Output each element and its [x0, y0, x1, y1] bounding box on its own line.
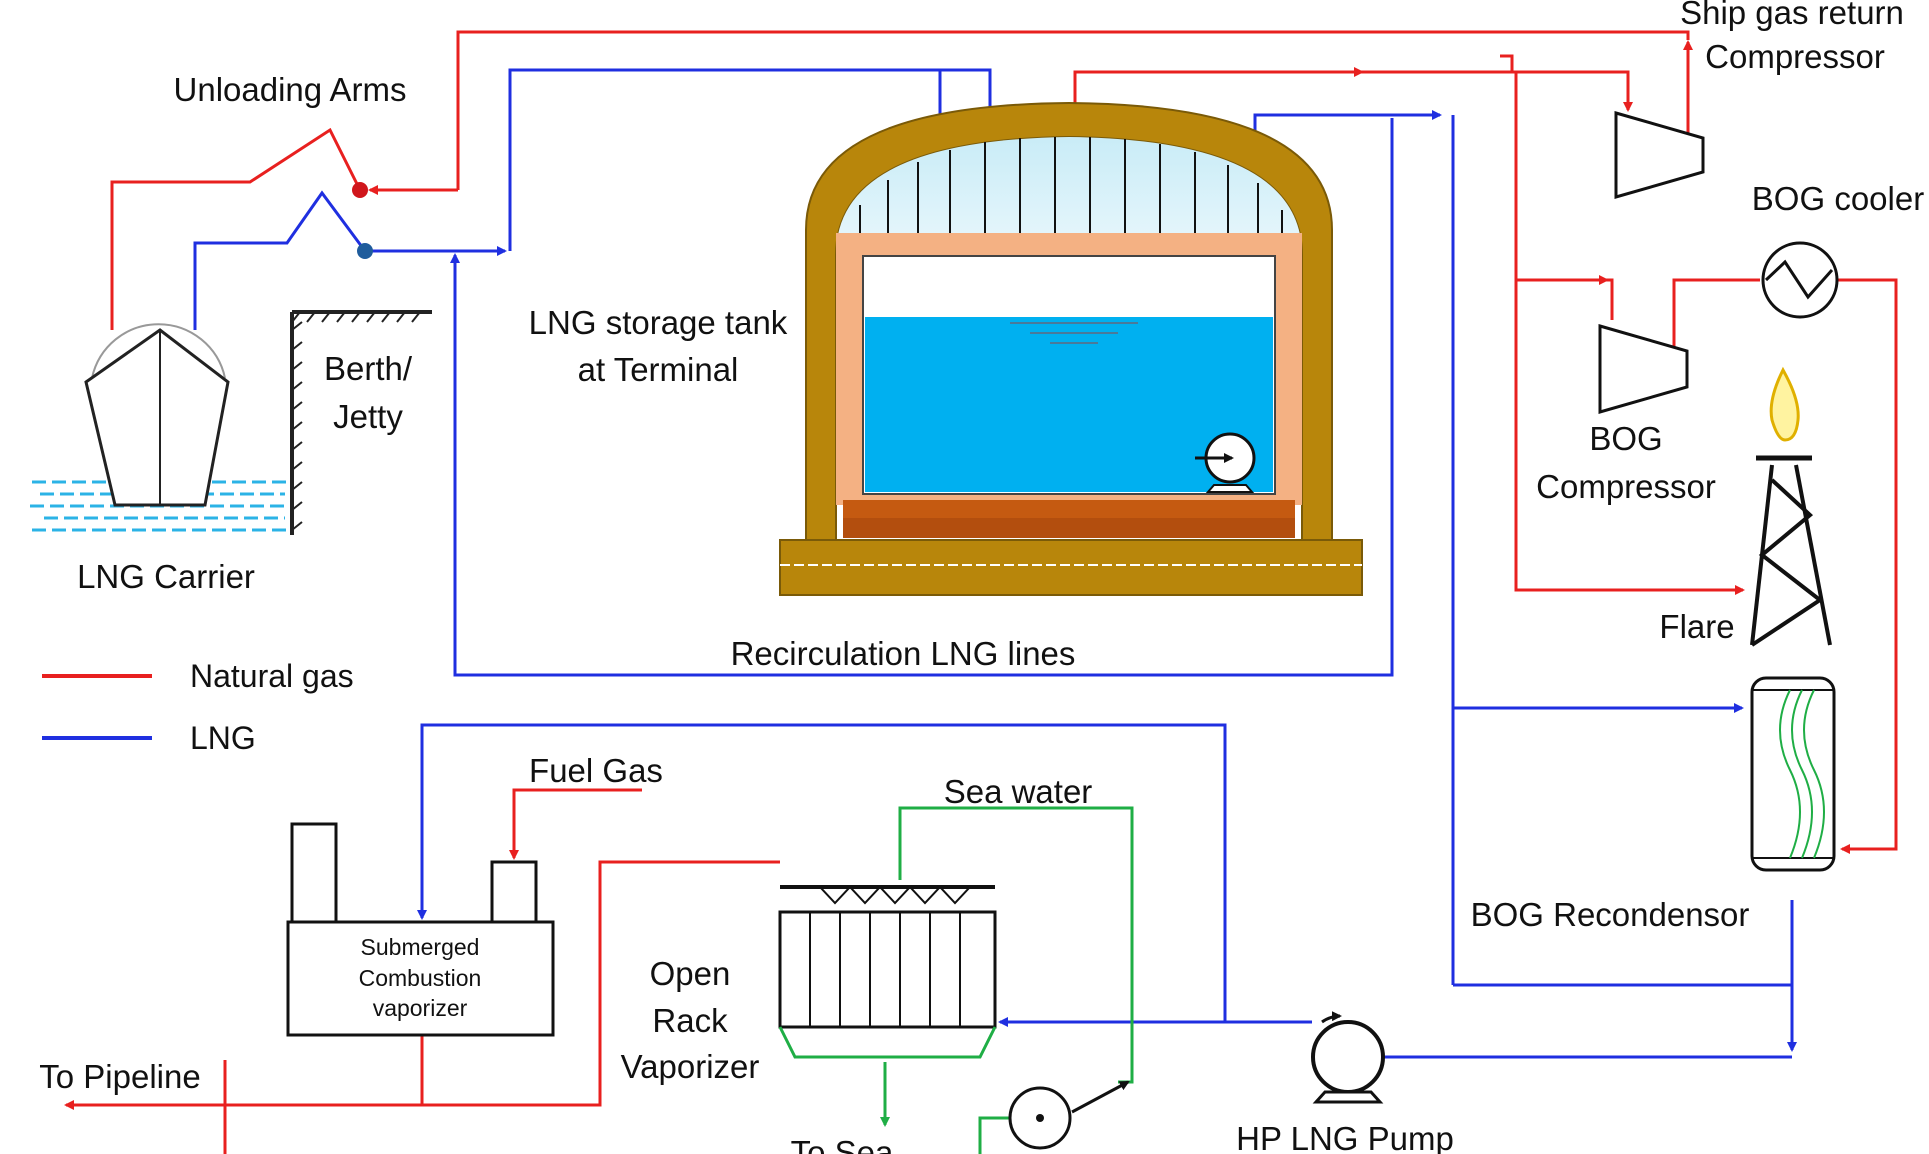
in-tank-pump-icon [1195, 432, 1256, 493]
bog-cooler-icon [1761, 241, 1839, 319]
lng-carrier-label: LNG Carrier [77, 558, 255, 595]
to-sea-label: To Sea [791, 1134, 894, 1154]
lng-carrier-icon [30, 323, 290, 532]
hp-lng-pump-label: HP LNG Pump [1236, 1120, 1454, 1154]
gas-arm-joint [352, 182, 368, 198]
hp-lng-pump-icon [1311, 1011, 1385, 1104]
scv-label-2: Combustion [359, 965, 482, 991]
legend: Natural gas LNG [42, 658, 354, 756]
orv-label-1: Open [650, 955, 731, 992]
liquid-arm-joint [357, 243, 373, 259]
sea-water-label: Sea water [944, 773, 1093, 810]
to-pipeline-label: To Pipeline [39, 1058, 200, 1095]
bog-compressor-label-2: Compressor [1536, 468, 1716, 505]
bog-recondensor-icon [1750, 676, 1836, 872]
berth-label-1: Berth/ [324, 350, 413, 387]
orv-label-3: Vaporizer [621, 1048, 760, 1085]
ship-gas-return-label-2: Compressor [1705, 38, 1885, 75]
legend-lng-label: LNG [190, 720, 256, 756]
bog-cooler-label: BOG cooler [1752, 180, 1924, 217]
lng-tank-label-1: LNG storage tank [529, 304, 788, 341]
ship-gas-return-label-1: Ship gas return [1680, 0, 1904, 31]
unloading-arm-gas [110, 127, 362, 330]
scv-label-3: vaporizer [373, 995, 468, 1021]
open-rack-vaporizer-icon [778, 885, 997, 1059]
berth-label-2: Jetty [333, 398, 403, 435]
bog-compressor-label-1: BOG [1589, 420, 1662, 457]
flare-icon [1750, 366, 1832, 647]
ship-gas-return-compressor-icon [1614, 111, 1705, 199]
unloading-arms-label: Unloading Arms [174, 71, 407, 108]
submerged-combustion-vaporizer-icon [286, 822, 555, 1037]
recirculation-label: Recirculation LNG lines [731, 635, 1076, 672]
flare-label: Flare [1659, 608, 1734, 645]
lng-storage-tank-icon [779, 101, 1363, 596]
fuel-gas-label: Fuel Gas [529, 752, 663, 789]
bog-recondensor-label: BOG Recondensor [1471, 896, 1750, 933]
sea-water-pump-icon [1008, 1086, 1072, 1150]
natural-gas-lines [64, 30, 1898, 1154]
orv-label-2: Rack [652, 1002, 728, 1039]
sea-water-lines [880, 806, 1134, 1154]
legend-natural-gas-label: Natural gas [190, 658, 354, 694]
berth-jetty-icon [290, 310, 432, 535]
lng-tank-label-2: at Terminal [578, 351, 739, 388]
scv-label-1: Submerged [361, 934, 480, 960]
bog-compressor-icon [1598, 324, 1689, 414]
